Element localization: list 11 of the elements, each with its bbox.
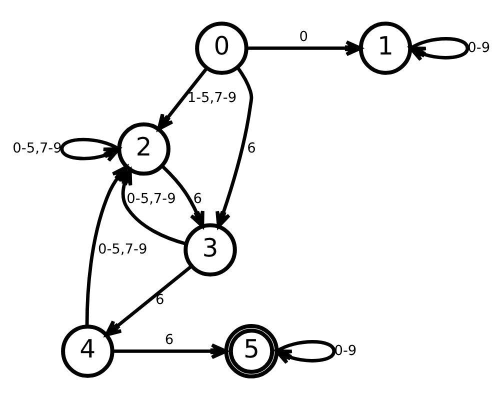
edge-label: 6 [155, 292, 164, 308]
edge-label: 6 [247, 140, 256, 157]
edge-label: 6 [193, 190, 202, 207]
edge-label: 0-9 [334, 342, 357, 359]
edge-label: 0-5,7-9 [98, 241, 148, 258]
edge-label: 0-5,7-9 [12, 140, 62, 157]
edge-label: 1-5,7-9 [187, 90, 237, 106]
edge-label: 6 [164, 332, 174, 348]
edge-label: 0-9 [468, 40, 490, 56]
edge-label: 0 [299, 28, 308, 45]
edge-label: 0-5,7-9 [126, 190, 176, 207]
